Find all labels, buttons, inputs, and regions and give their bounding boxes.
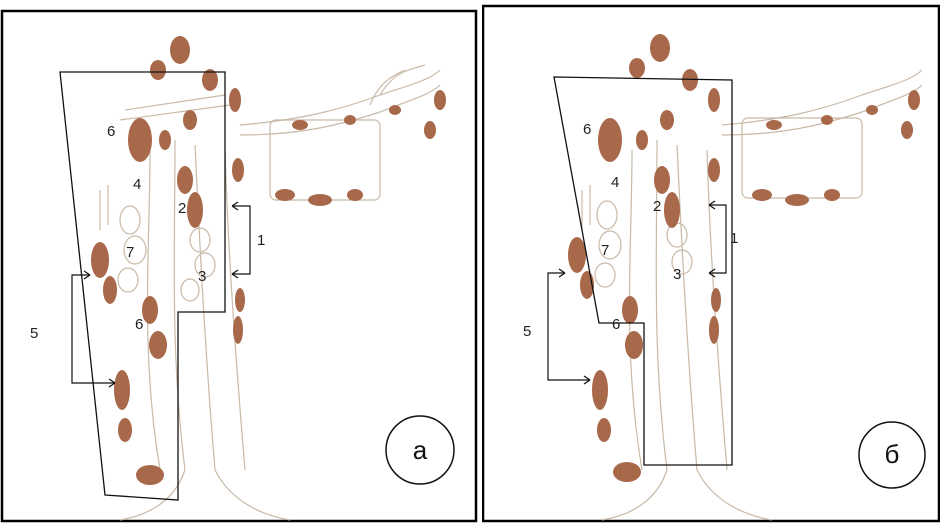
label-5: 5 (30, 325, 38, 342)
label-4: 4 (611, 174, 619, 191)
label-1: 1 (257, 232, 265, 249)
lymph-nodes (568, 34, 920, 482)
label-2: 2 (178, 200, 186, 217)
label-7: 7 (126, 244, 134, 261)
panel-b: 6 4 2 1 7 3 6 5 б (482, 0, 940, 523)
panel-label-a: а (413, 435, 428, 465)
panel-label-b: б (885, 439, 900, 469)
label-4: 4 (133, 176, 141, 193)
panel-a: 6 4 2 1 7 3 6 5 а (0, 0, 478, 523)
label-7: 7 (601, 242, 609, 259)
anatomy-diagram-b: 6 4 2 1 7 3 6 5 б (482, 0, 940, 523)
label-3: 3 (198, 268, 206, 285)
label-6-bottom: 6 (612, 316, 620, 333)
anatomy-diagram-a: 6 4 2 1 7 3 6 5 а (0, 0, 478, 523)
label-5: 5 (523, 323, 531, 340)
label-6-top: 6 (107, 123, 115, 140)
label-6-top: 6 (583, 121, 591, 138)
label-6-bottom: 6 (135, 316, 143, 333)
bracket-1 (232, 202, 250, 278)
label-2: 2 (653, 198, 661, 215)
label-1: 1 (730, 230, 738, 247)
label-3: 3 (673, 266, 681, 283)
lymph-nodes (91, 36, 446, 485)
bracket-1 (709, 201, 726, 277)
